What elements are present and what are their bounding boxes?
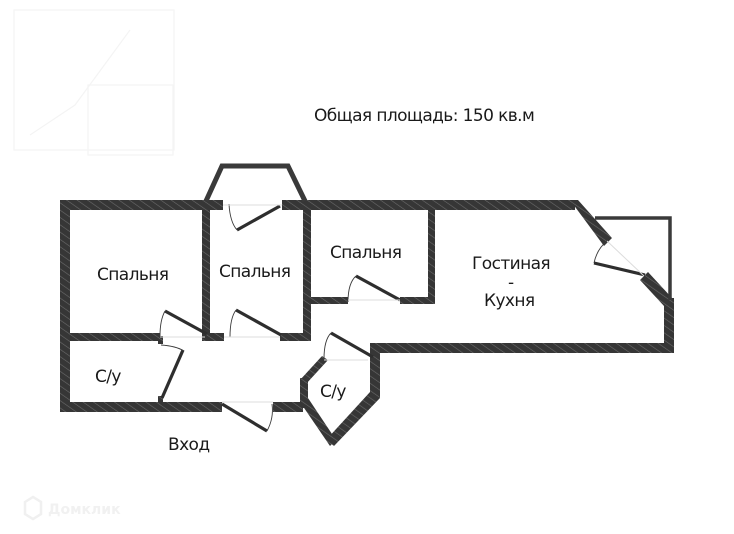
doors xyxy=(159,203,646,433)
room-label-bathroom-1: С/у xyxy=(95,367,121,387)
room-label-bathroom-2: С/у xyxy=(320,382,346,402)
room-label-bedroom-3: Спальня xyxy=(330,243,401,263)
bay-niche xyxy=(203,163,308,203)
room-label-bedroom-1: Спальня xyxy=(97,265,168,285)
watermark-outline xyxy=(13,9,175,156)
brand-watermark: Домклик xyxy=(48,502,121,518)
exterior-walls xyxy=(60,200,674,446)
total-area-label: Общая площадь: 150 кв.м xyxy=(314,106,534,126)
interior-walls xyxy=(60,200,435,404)
balcony-frame xyxy=(595,216,672,300)
house-logo-icon xyxy=(23,495,43,521)
entrance-label: Вход xyxy=(168,435,209,455)
room-label-living: Гостиная xyxy=(472,254,550,274)
room-label-bedroom-2: Спальня xyxy=(219,262,290,282)
room-label-kitchen: Кухня xyxy=(484,291,535,311)
room-label-living-dash: - xyxy=(508,273,514,293)
brand-logo: Домклик xyxy=(23,495,121,521)
